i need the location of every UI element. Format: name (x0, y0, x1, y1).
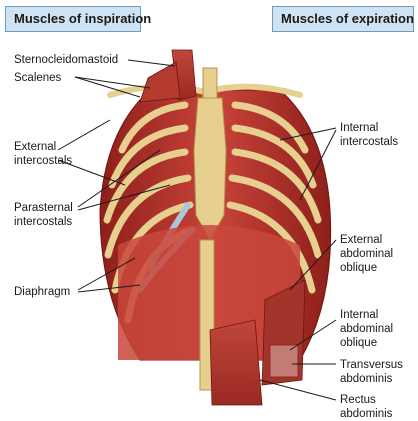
label-internal-intercostals: Internal intercostals (340, 122, 399, 148)
label-parasternal-intercostals: Parasternal intercostals (14, 202, 73, 228)
label-sternocleidomastoid: Sternocleidomastoid (14, 54, 119, 66)
label-transversus-abdominis: Transversus abdominis (340, 359, 403, 385)
label-rectus-abdominis: Rectus abdominis (340, 394, 393, 420)
inspiration-header: Muscles of inspiration (5, 6, 151, 32)
leader-lines (57, 59, 337, 401)
label-external-intercostals: External intercostals (14, 141, 73, 167)
label-external-abdominal-oblique: External abdominal oblique (340, 234, 394, 274)
expiration-header: Muscles of expiration (272, 6, 414, 32)
label-scalenes: Scalenes (14, 72, 62, 84)
label-internal-abdominal-oblique: Internal abdominal oblique (340, 309, 394, 349)
rib-cage (99, 49, 332, 406)
label-diaphragm: Diaphragm (14, 286, 71, 298)
